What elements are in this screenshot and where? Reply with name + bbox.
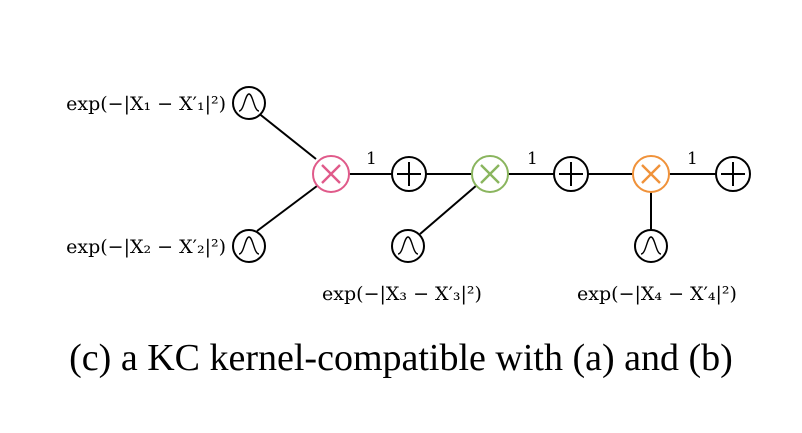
- leaf-label-x3: exp(−|X₃ − X′₃|²): [322, 283, 482, 305]
- edge-weight-label-1: 1: [366, 149, 377, 169]
- gaussian-bump-icon: [640, 236, 662, 255]
- times-circle-icon: [321, 164, 341, 184]
- times-circle-icon: [480, 164, 500, 184]
- edge-leaf2-product1: [256, 185, 318, 232]
- gaussian-bump-icon: [238, 93, 260, 112]
- product-node-3: [632, 155, 670, 193]
- sum-node-2: [553, 156, 589, 192]
- edge-weight-label-3: 1: [687, 149, 698, 169]
- sum-node-3: [715, 156, 751, 192]
- edge-leaf3-product2: [419, 184, 478, 235]
- times-circle-icon: [641, 164, 661, 184]
- gaussian-bump-icon: [238, 236, 260, 255]
- leaf-label-x1: exp(−|X₁ − X′₁|²): [66, 93, 226, 115]
- leaf-node-x1: [232, 86, 266, 120]
- leaf-node-x4: [634, 229, 668, 263]
- plus-circle-icon: [559, 162, 583, 186]
- leaf-label-x2: exp(−|X₂ − X′₂|²): [66, 236, 226, 258]
- figure-caption: (c) a KC kernel-compatible with (a) and …: [69, 337, 733, 379]
- gaussian-bump-icon: [397, 236, 419, 255]
- sum-node-1: [391, 156, 427, 192]
- leaf-label-x4: exp(−|X₄ − X′₄|²): [577, 283, 737, 305]
- leaf-node-x3: [391, 229, 425, 263]
- leaf-node-x2: [232, 229, 266, 263]
- product-node-1: [312, 155, 350, 193]
- edge-weight-label-2: 1: [527, 149, 538, 169]
- edge-leaf1-product1: [256, 111, 317, 160]
- product-node-2: [471, 155, 509, 193]
- plus-circle-icon: [397, 162, 421, 186]
- plus-circle-icon: [721, 162, 745, 186]
